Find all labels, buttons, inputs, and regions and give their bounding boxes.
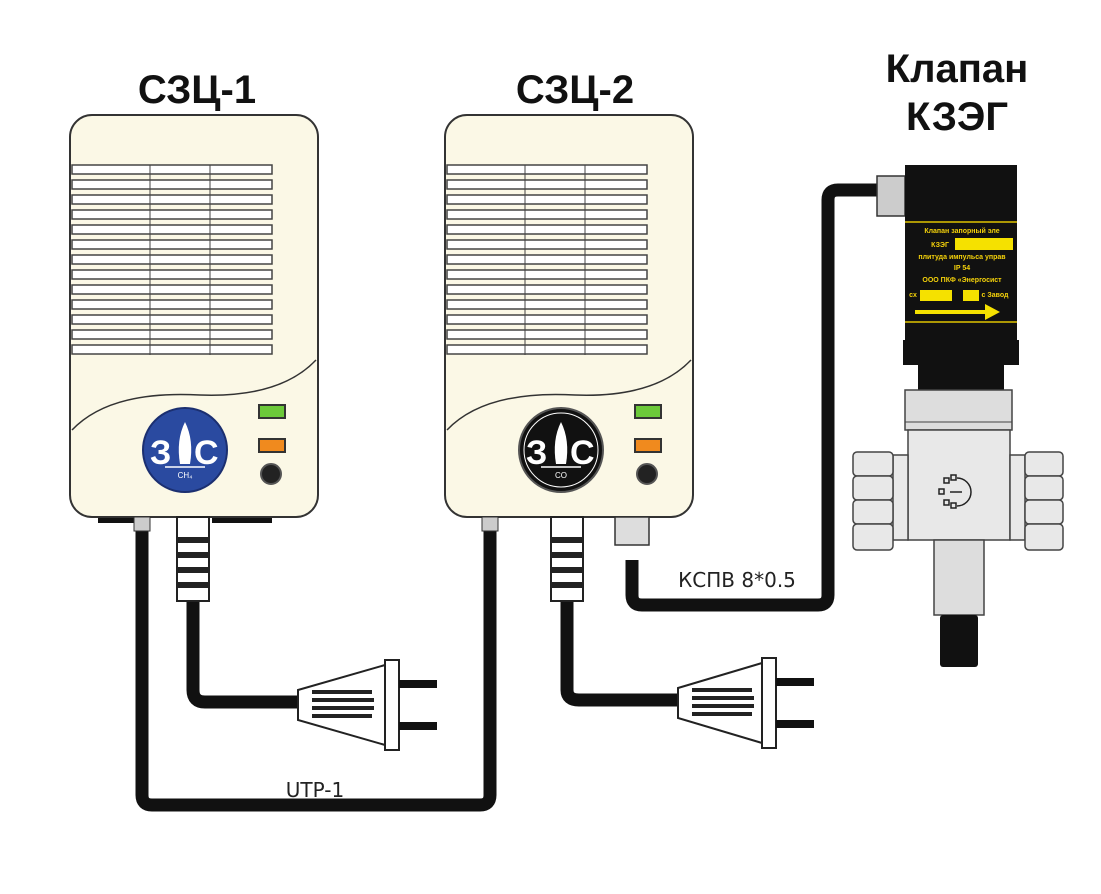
manufacturer-mark-icon (938, 474, 972, 509)
svg-text:с Завод: с Завод (982, 292, 1010, 299)
alarm-led (258, 438, 286, 453)
kspv-cable (625, 183, 880, 612)
power-led (634, 404, 662, 419)
detector-1-title: СЗЦ-1 (138, 68, 256, 112)
test-button[interactable] (636, 463, 658, 485)
svg-text:CH₄: CH₄ (178, 471, 193, 480)
alarm-led (634, 438, 662, 453)
svg-text:IP 54: IP 54 (954, 265, 970, 272)
svg-text:З: З (526, 434, 547, 472)
vent-grille (446, 164, 648, 355)
right-nut (1024, 451, 1064, 551)
test-button[interactable] (260, 463, 282, 485)
valve-nameplate: Клапан запорный эле КЗЭГ плитуда импульс… (909, 227, 1013, 320)
left-nut (852, 451, 894, 551)
logo-co: З С CO (518, 407, 604, 493)
vent-grille (71, 164, 273, 355)
detector-1: СЗЦ-1 З С CH₄ (69, 68, 319, 602)
valve-kzeg: Клапан КЗЭГ Клапан запорный эле КЗЭГ пли… (852, 47, 1064, 667)
detector-2-title: СЗЦ-2 (516, 68, 634, 112)
svg-text:С: С (570, 434, 595, 472)
svg-text:С: С (194, 434, 219, 472)
power-cable-2 (560, 600, 680, 707)
svg-text:З: З (150, 434, 171, 472)
power-cable-1 (186, 600, 300, 709)
valve-connector (876, 175, 906, 217)
logo-ch4: З С CH₄ (142, 407, 228, 493)
kspv-label: КСПВ 8*0.5 (678, 568, 796, 592)
detector-2: СЗЦ-2 З С CO (444, 68, 694, 602)
strain-relief-2 (550, 516, 584, 602)
strain-relief-1 (176, 516, 210, 602)
svg-text:CO: CO (555, 471, 567, 480)
svg-text:ООО ПКФ «Энергосист: ООО ПКФ «Энергосист (922, 277, 1002, 284)
svg-text:Клапан запорный эле: Клапан запорный эле (924, 227, 999, 235)
utp-label: UTP-1 (286, 778, 344, 802)
power-led (258, 404, 286, 419)
svg-text:плитуда импульса управ: плитуда импульса управ (918, 254, 1006, 261)
valve-title-line1: Клапан (886, 47, 1029, 91)
svg-text:КЗЭГ: КЗЭГ (931, 242, 949, 249)
svg-text:сх: сх (909, 292, 917, 299)
utp-cable (135, 530, 497, 812)
power-plug-1 (297, 659, 437, 751)
power-plug-2 (677, 657, 814, 749)
valve-title-line2: КЗЭГ (906, 95, 1008, 139)
